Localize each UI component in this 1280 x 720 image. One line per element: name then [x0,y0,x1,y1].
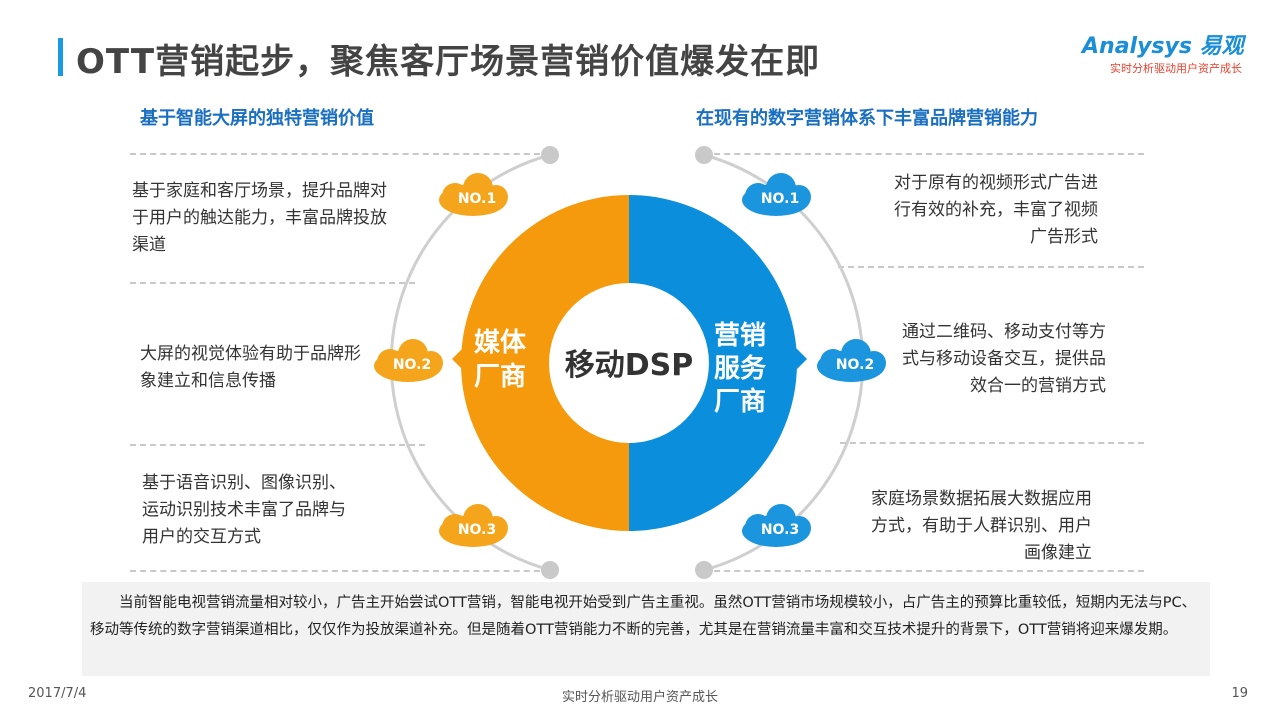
badge-right-1-label: NO.1 [761,191,799,207]
divider-right-3 [840,442,1144,444]
left-item-1-text: 基于家庭和客厅场景，提升品牌对于用户的触达能力，丰富品牌投放渠道 [132,181,387,255]
ring-segment-left [461,195,629,531]
page-title: OTT营销起步，聚焦客厅场景营销价值爆发在即 [76,42,821,82]
footer-tagline: 实时分析驱动用户资产成长 [561,690,718,705]
right-arrow [793,345,807,373]
badge-left-2-label: NO.2 [393,357,431,373]
badge-right-3 [742,504,811,547]
divider-right-1 [704,153,1144,155]
summary-box [82,582,1210,676]
badge-right-2 [817,339,886,382]
badge-right-3-label: NO.3 [761,522,799,538]
divider-left-1 [130,153,550,155]
divider-right-4 [704,570,1144,572]
left-arrow [452,345,466,373]
left-item-2-text: 大屏的视觉体验有助于品牌形象建立和信息传播 [140,344,361,391]
badge-left-3 [439,504,508,547]
right-item-3-text: 家庭场景数据拓展大数据应用方式，有助于人群识别、用户画像建立 [871,489,1092,563]
right-segment-label: 营销服务厂商 [713,321,766,417]
logo-tagline: 实时分析驱动用户资产成长 [1110,62,1242,75]
badge-left-1 [439,173,508,216]
left-item-3-text: 基于语音识别、图像识别、运动识别技术丰富了品牌与用户的交互方式 [142,473,346,547]
badge-left-3-label: NO.3 [458,522,496,538]
page-number: 19 [1231,686,1248,701]
summary-text: 当前智能电视营销流量相对较小，广告主开始尝试OTT营销，智能电视开始受到广告主重… [90,595,1197,638]
badge-left-1-label: NO.1 [458,191,496,207]
right-item-2-text: 通过二维码、移动支付等方式与移动设备交互，提供品效合一的营销方式 [902,322,1106,396]
logo-name: Analysys 易观 [1082,34,1244,59]
arc-node-top-right [695,146,713,164]
right-heading: 在现有的数字营销体系下丰富品牌营销能力 [696,108,1038,129]
divider-right-2 [838,266,1144,268]
arc-node-bottom-right [695,561,713,579]
arc-node-top-left [541,146,559,164]
left-segment-label: 媒体厂商 [473,328,526,392]
right-item-1-text: 对于原有的视频形式广告进行有效的补充，丰富了视频广告形式 [894,173,1098,247]
center-label: 移动DSP [565,348,694,383]
footer-date: 2017/7/4 [28,686,87,701]
title-accent-bar [58,38,63,76]
ring-center [551,285,707,441]
arc-node-bottom-left [541,561,559,579]
badge-right-2-label: NO.2 [836,357,874,373]
divider-left-3 [130,444,425,446]
ring-segment-right [629,195,797,531]
badge-left-2 [374,339,443,382]
badge-right-1 [742,173,811,216]
left-heading: 基于智能大屏的独特营销价值 [140,108,374,129]
brand-logo: Analysys 易观 实时分析驱动用户资产成长 [1082,28,1244,76]
divider-left-4 [130,570,550,572]
divider-left-2 [130,282,415,284]
